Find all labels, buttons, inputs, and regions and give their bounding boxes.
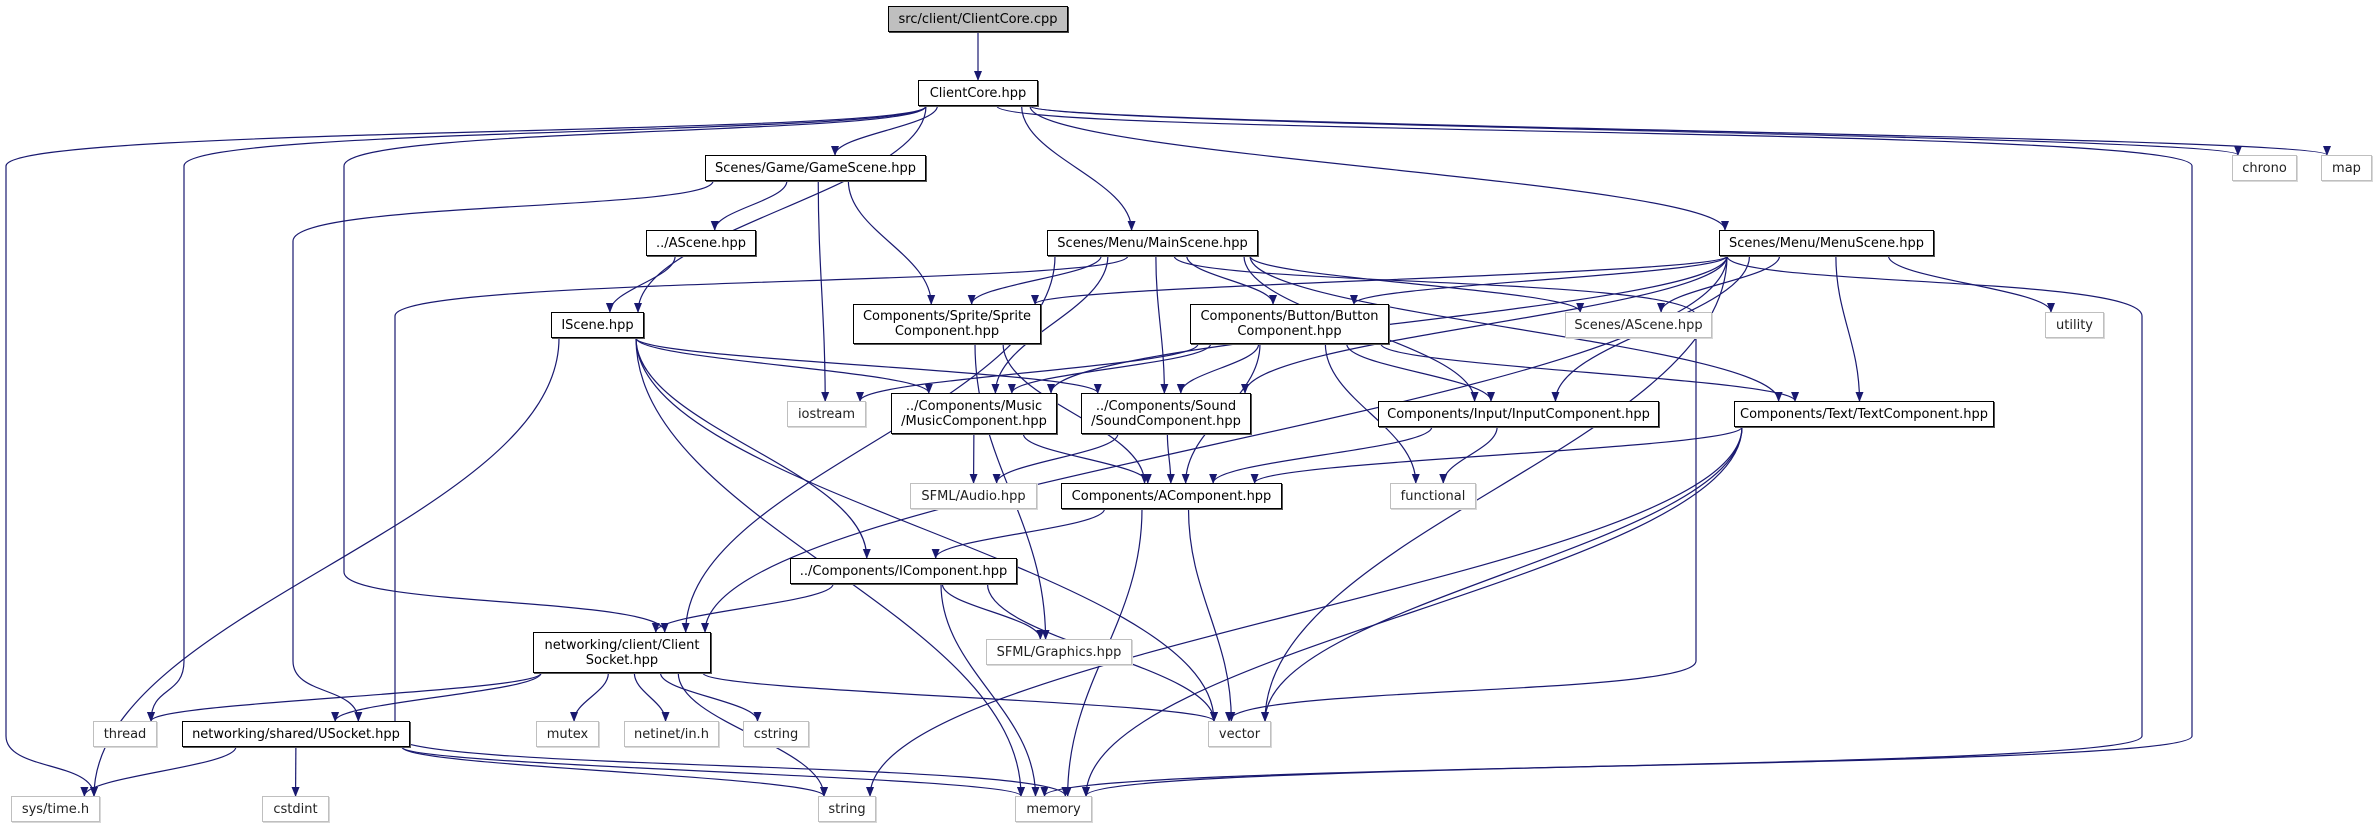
edge-main-to-sound [1155,255,1169,394]
edge-acomp-to-vector [1187,508,1236,722]
edge-text-to-vector [1261,426,1743,722]
edge-icomp-to-memory [940,583,1040,797]
node-sound[interactable]: ../Components/Sound /SoundComponent.hpp [1081,393,1251,434]
edge-iscene-to-vector [635,337,1218,722]
edge-menu-to-sprite [1031,255,1728,305]
edge-icomp-to-graphics [941,583,1045,640]
edge-cc-to-game [831,105,938,156]
edge-cc-to-menu [1029,105,1729,231]
edge-button-to-sound [1176,343,1260,394]
node-sascene: Scenes/AScene.hpp [1565,312,1712,338]
node-cc[interactable]: ClientCore.hpp [918,80,1038,106]
edge-csock-to-thread [147,672,542,722]
node-memory: memory [1015,796,1092,822]
edge-text-to-acomp [1250,426,1743,484]
node-button[interactable]: Components/Button/Button Component.hpp [1190,304,1389,344]
edge-usock-to-memory [401,746,1025,797]
edge-main-to-button [1186,255,1278,305]
edge-cc-to-systime [5,105,927,797]
edge-button-to-input [1346,343,1495,402]
node-graphics: SFML/Graphics.hpp [986,639,1132,665]
edge-main-to-memory [394,255,1129,797]
edge-acomp-to-icomp [931,508,1106,559]
edge-button-to-functional [1324,343,1420,484]
node-icomp[interactable]: ../Components/IComponent.hpp [790,558,1017,584]
node-iostream: iostream [787,401,866,427]
node-audio: SFML/Audio.hpp [910,483,1037,509]
edge-input-to-functional [1439,426,1498,484]
node-mutex: mutex [536,721,599,747]
node-game[interactable]: Scenes/Game/GameScene.hpp [705,155,926,181]
edge-game-to-usock [292,180,714,722]
edge-sound-to-acomp [1166,433,1175,484]
edge-csock-to-mutex [570,672,609,722]
node-input[interactable]: Components/Input/InputComponent.hpp [1378,401,1659,427]
edge-music-to-acomp [1022,433,1152,484]
edge-main-to-sprite [967,255,1102,305]
node-vector: vector [1208,721,1271,747]
edge-iscene-to-sound [635,337,1102,394]
node-acomp[interactable]: Components/AComponent.hpp [1061,483,1282,509]
edge-iscene-to-music [635,337,933,394]
edge-game-to-iostream [817,180,830,402]
edge-menu-to-text [1835,255,1864,402]
edge-usock-to-systime [80,746,237,797]
edge-sound-to-audio [992,433,1119,484]
edge-menu-to-button [1350,255,1728,305]
edge-usock-to-string [401,746,828,797]
edge-input-to-acomp [1209,426,1433,484]
edge-csock-to-netinet [633,672,670,722]
edge-cc-to-thread [147,105,927,722]
edge-cc-to-memory [996,105,2193,797]
node-csock[interactable]: networking/client/Client Socket.hpp [533,632,711,673]
edge-cc-to-map [1029,105,2331,156]
edge-cc-to-main [1021,105,1136,231]
edge-csock-to-vector [702,672,1218,722]
node-iscene[interactable]: IScene.hpp [551,312,644,338]
node-main[interactable]: Scenes/Menu/MainScene.hpp [1047,230,1258,256]
edge-cc-to-csock [343,105,927,633]
edge-main-to-sascene [1249,255,1585,313]
edge-menu-to-sound [1241,255,1728,394]
node-chrono: chrono [2232,155,2297,181]
node-functional: functional [1390,483,1476,509]
edge-csock-to-usock [331,672,542,722]
edge-cc-to-iscene [634,105,927,313]
node-netinet: netinet/in.h [624,721,719,747]
node-string: string [818,796,876,822]
node-utility: utility [2045,312,2104,338]
edge-button-to-iostream [856,343,1199,402]
node-music[interactable]: ../Components/Music /MusicComponent.hpp [891,393,1057,434]
edge-main-to-music [991,255,1109,394]
node-cstdint: cstdint [262,796,329,822]
node-cstring: cstring [743,721,809,747]
node-usock[interactable]: networking/shared/USocket.hpp [182,721,410,747]
node-systime: sys/time.h [11,796,100,822]
node-thread: thread [93,721,157,747]
edge-menu-to-music [1047,255,1728,394]
node-root[interactable]: src/client/ClientCore.cpp [888,6,1068,32]
node-text[interactable]: Components/Text/TextComponent.hpp [1734,401,1994,427]
edge-cc-to-chrono [1029,105,2242,156]
node-map: map [2321,155,2372,181]
edge-main-to-text [1249,255,1783,402]
edge-csock-to-cstring [659,672,762,722]
node-sprite[interactable]: Components/Sprite/Sprite Component.hpp [853,304,1041,344]
node-menu[interactable]: Scenes/Menu/MenuScene.hpp [1719,230,1934,256]
edge-game-to-sprite [847,180,936,305]
edge-ascene_rel-to-iscene [605,255,676,313]
edge-menu-to-memory [1082,255,2143,797]
edge-game-to-ascene_rel [710,180,788,231]
edge-button-to-text [1380,343,1799,402]
node-ascene-rel[interactable]: ../AScene.hpp [646,230,756,256]
edge-icomp-to-csock [651,583,834,633]
edge-menu-to-sascene [1657,255,1781,313]
edge-iscene-to-icomp [635,337,871,559]
edge-button-to-music [1007,343,1212,394]
edge-sprite-to-acomp [1002,343,1149,484]
edge-text-to-string [866,426,1743,797]
edge-text-to-memory [1082,426,1743,797]
